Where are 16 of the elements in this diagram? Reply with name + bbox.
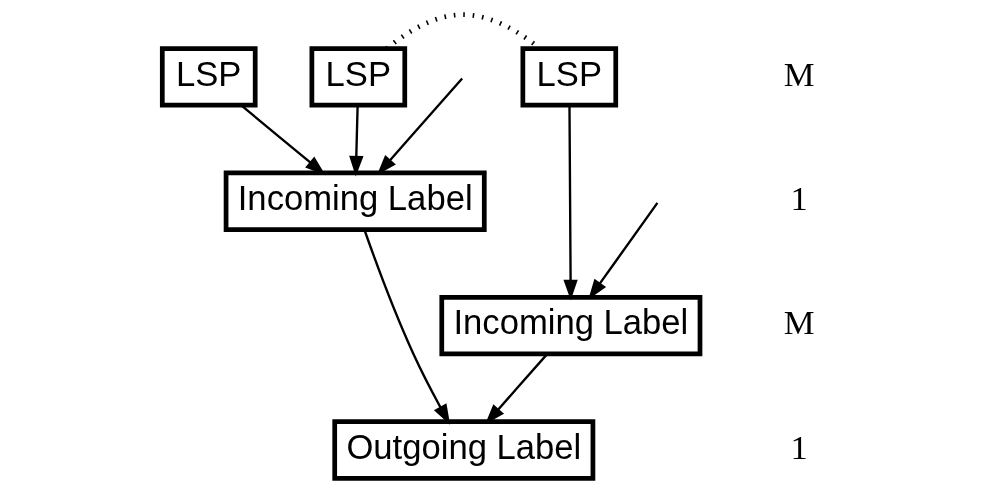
arrow [587, 202, 658, 300]
node-box: LSP [520, 46, 618, 108]
label: M [783, 303, 815, 342]
label: 1 [790, 179, 808, 218]
node-box: Incoming Label [438, 294, 702, 357]
arrow [240, 104, 325, 176]
node-box: Incoming Label [223, 170, 487, 232]
label: 1 [790, 427, 808, 466]
arrow [362, 229, 450, 425]
arrow [562, 105, 578, 301]
node-box: LSP [309, 46, 407, 108]
node-box: Outgoing Label [331, 419, 595, 481]
node-box: LSP [159, 46, 258, 108]
arrow [484, 353, 548, 425]
label: M [783, 54, 815, 93]
arrow [348, 105, 363, 177]
